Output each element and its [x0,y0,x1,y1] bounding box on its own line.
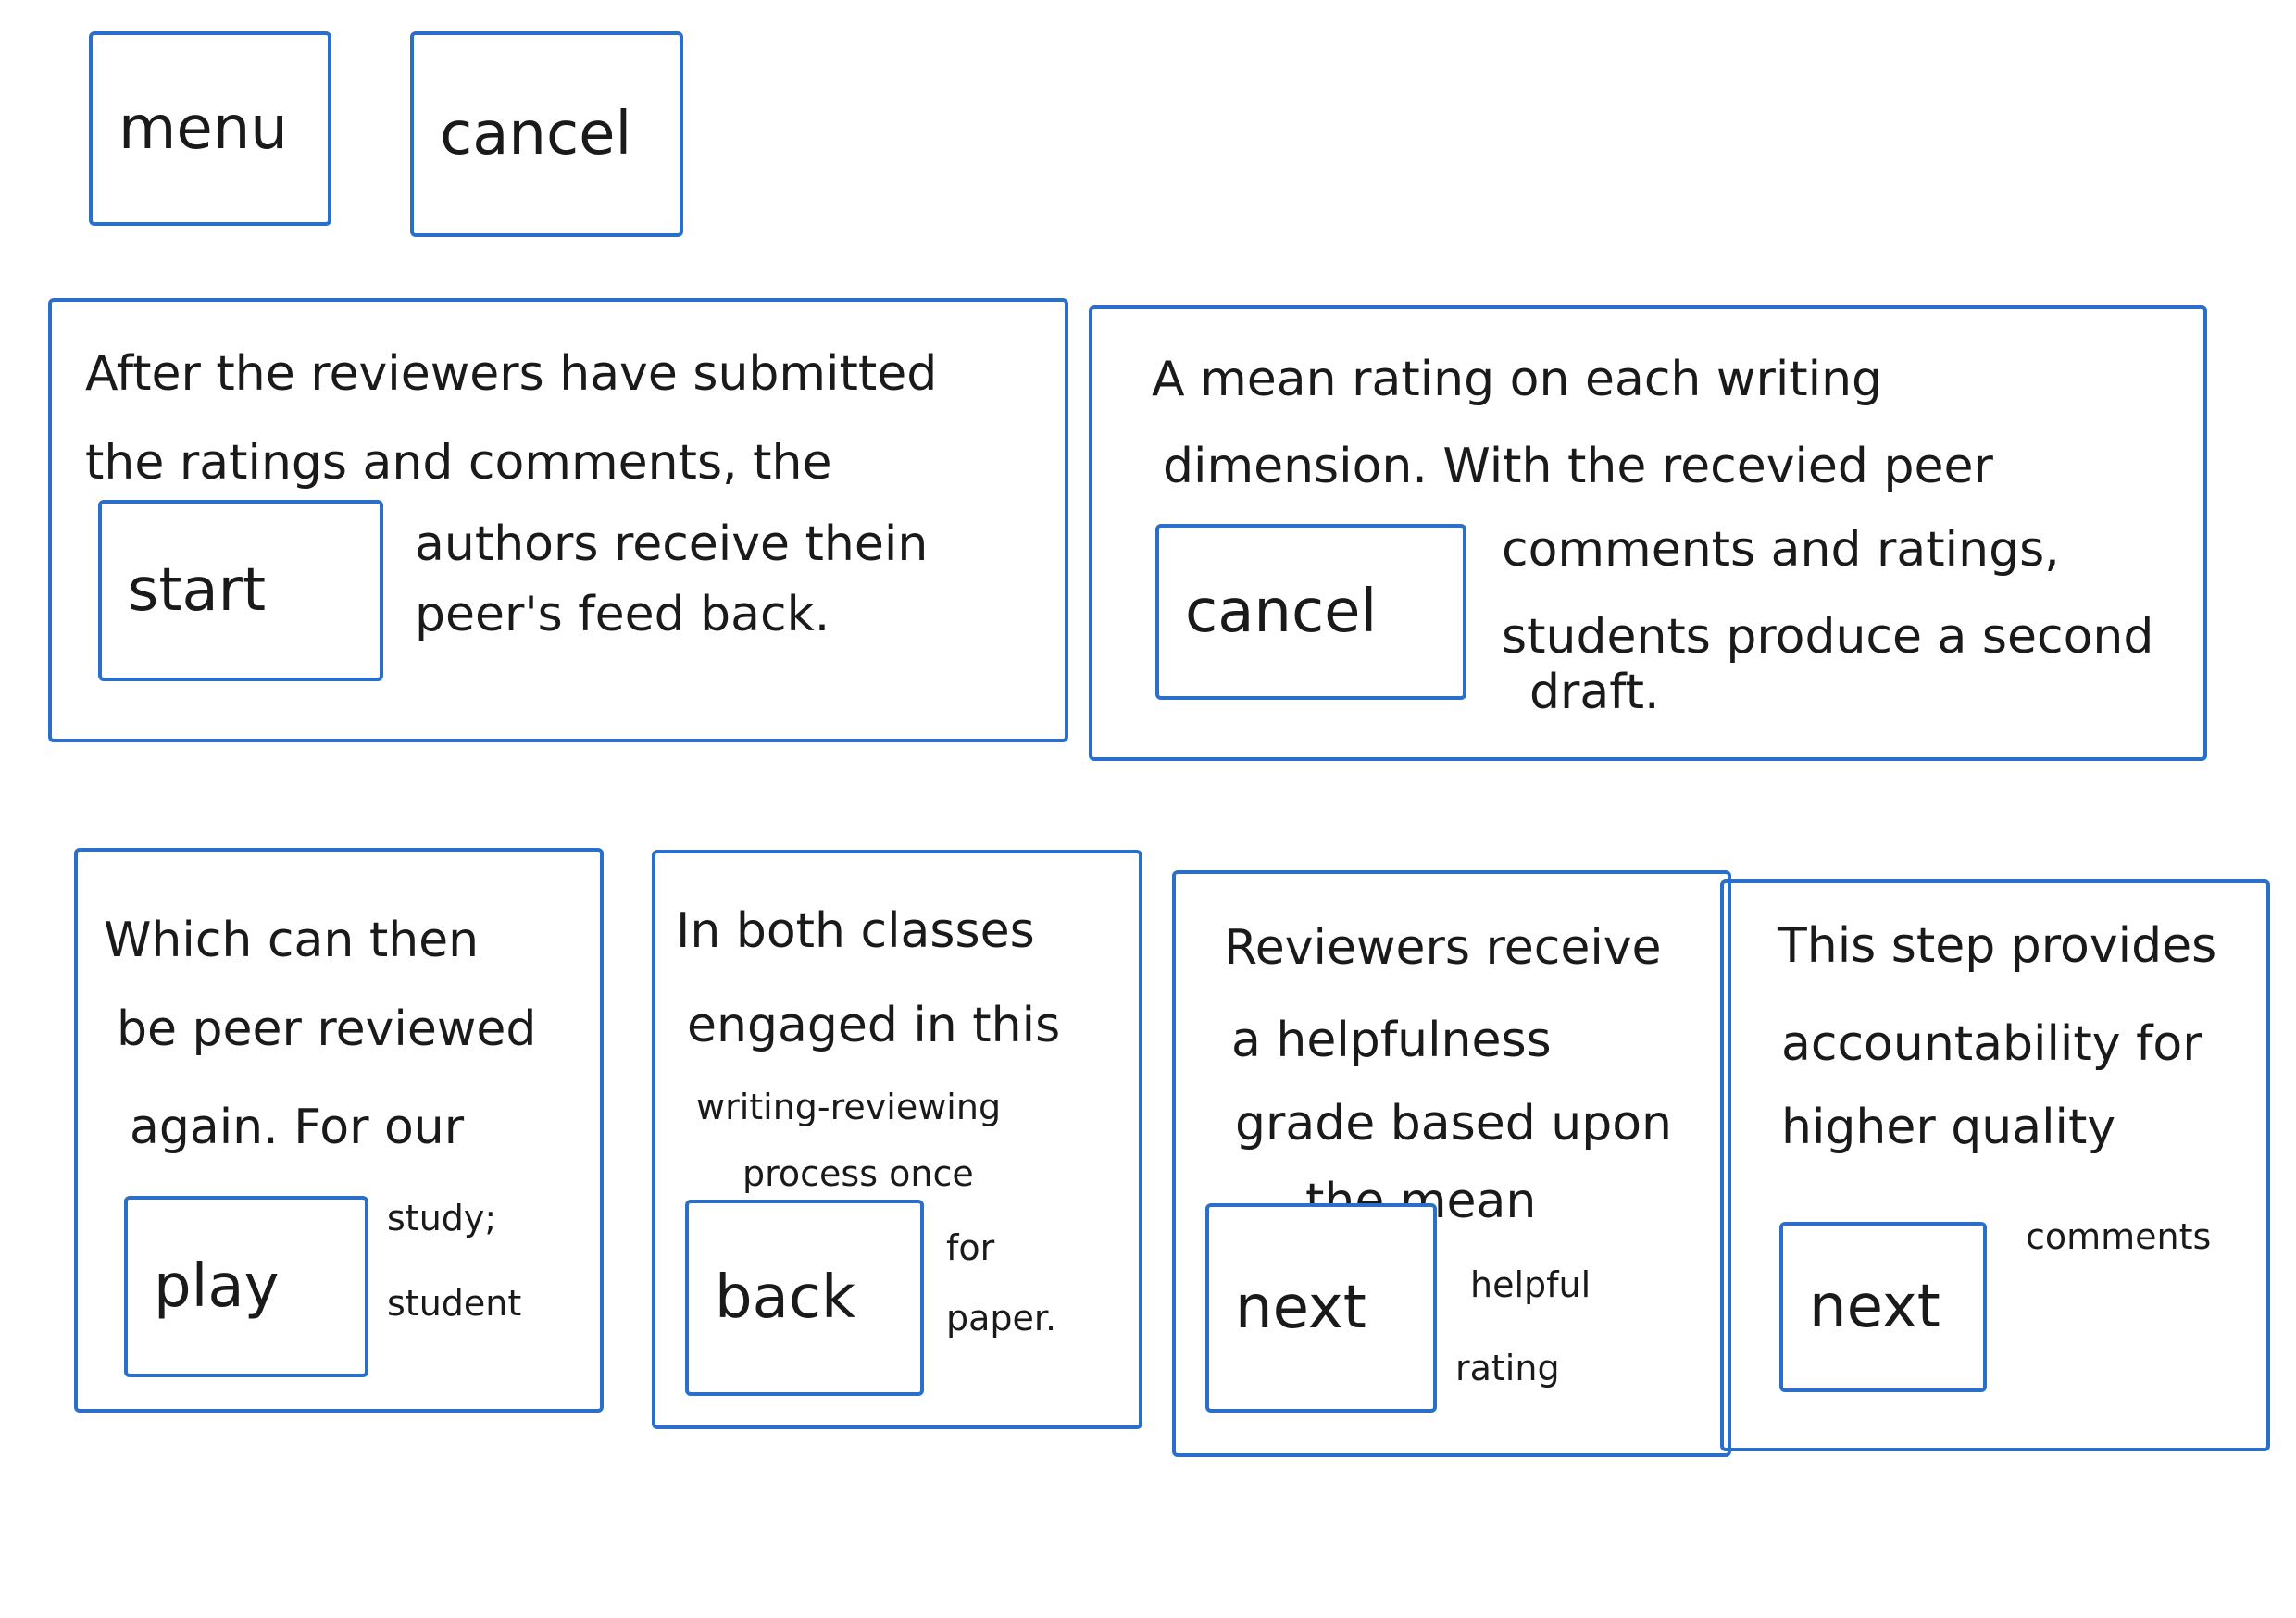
start-button-label: start [128,556,267,625]
panel-text-line: draft. [1529,665,1660,720]
panel-text-line: writing-reviewing [696,1087,1002,1127]
panel-text-line: A mean rating on each writing [1152,352,1883,407]
panel-text-line: authors receive thein [415,517,929,572]
panel-mean-rating [1089,305,2207,761]
panel-text-line: again. For our [130,1100,465,1155]
panel-feedback [48,298,1068,742]
next-button-label: next [1235,1274,1366,1342]
menu-button-label: menu [119,94,288,163]
panel-text-line: the ratings and comments, the [85,435,832,491]
panel-text-line: engaged in this [687,998,1061,1053]
cancel-button[interactable]: cancel [410,31,683,237]
next-button[interactable]: next [1205,1203,1437,1413]
panel-classes [652,850,1142,1429]
panel-peer-review [74,848,604,1413]
panel-text-line: comments and ratings, [1502,522,2060,578]
panel-text-line: Reviewers receive [1224,920,1662,976]
panel-text-line: rating [1455,1348,1560,1388]
back-button-label: back [715,1263,856,1332]
cancel-button-2[interactable]: cancel [1155,524,1466,700]
panel-text-line: Which can then [104,913,480,968]
next-button-2[interactable]: next [1779,1222,1987,1392]
panel-text-line: accountability for [1781,1016,2202,1072]
panel-text-line: for [946,1227,995,1268]
panel-text-line: peer's feed back. [415,587,830,642]
panel-text-line: paper. [946,1298,1057,1338]
panel-text-line: a helpfulness [1231,1013,1552,1068]
panel-text-line: grade based upon [1235,1096,1673,1151]
start-button[interactable]: start [98,500,383,681]
panel-text-line: After the reviewers have submitted [85,346,938,402]
cancel-button-label: cancel [440,100,632,168]
menu-button[interactable]: menu [89,31,331,226]
panel-text-line: comments [2026,1216,2212,1257]
next-button-label: next [1809,1273,1940,1341]
panel-text-line: In both classes [676,903,1035,959]
panel-text-line: helpful [1470,1264,1591,1305]
panel-text-line: higher quality [1781,1100,2116,1155]
panel-text-line: study; [387,1198,497,1238]
panel-helpfulness [1172,870,1731,1457]
panel-text-line: student [387,1283,522,1324]
play-button-label: play [154,1252,280,1321]
panel-text-line: be peer reviewed [117,1002,537,1057]
cancel-button-label: cancel [1185,578,1378,646]
back-button[interactable]: back [685,1200,924,1396]
panel-text-line: process once [742,1153,974,1194]
panel-text-line: students produce a second [1502,609,2154,665]
play-button[interactable]: play [124,1196,368,1377]
panel-text-line: This step provides [1778,918,2217,974]
panel-text-line: dimension. With the recevied peer [1163,439,1993,494]
panel-accountability [1720,879,2270,1451]
